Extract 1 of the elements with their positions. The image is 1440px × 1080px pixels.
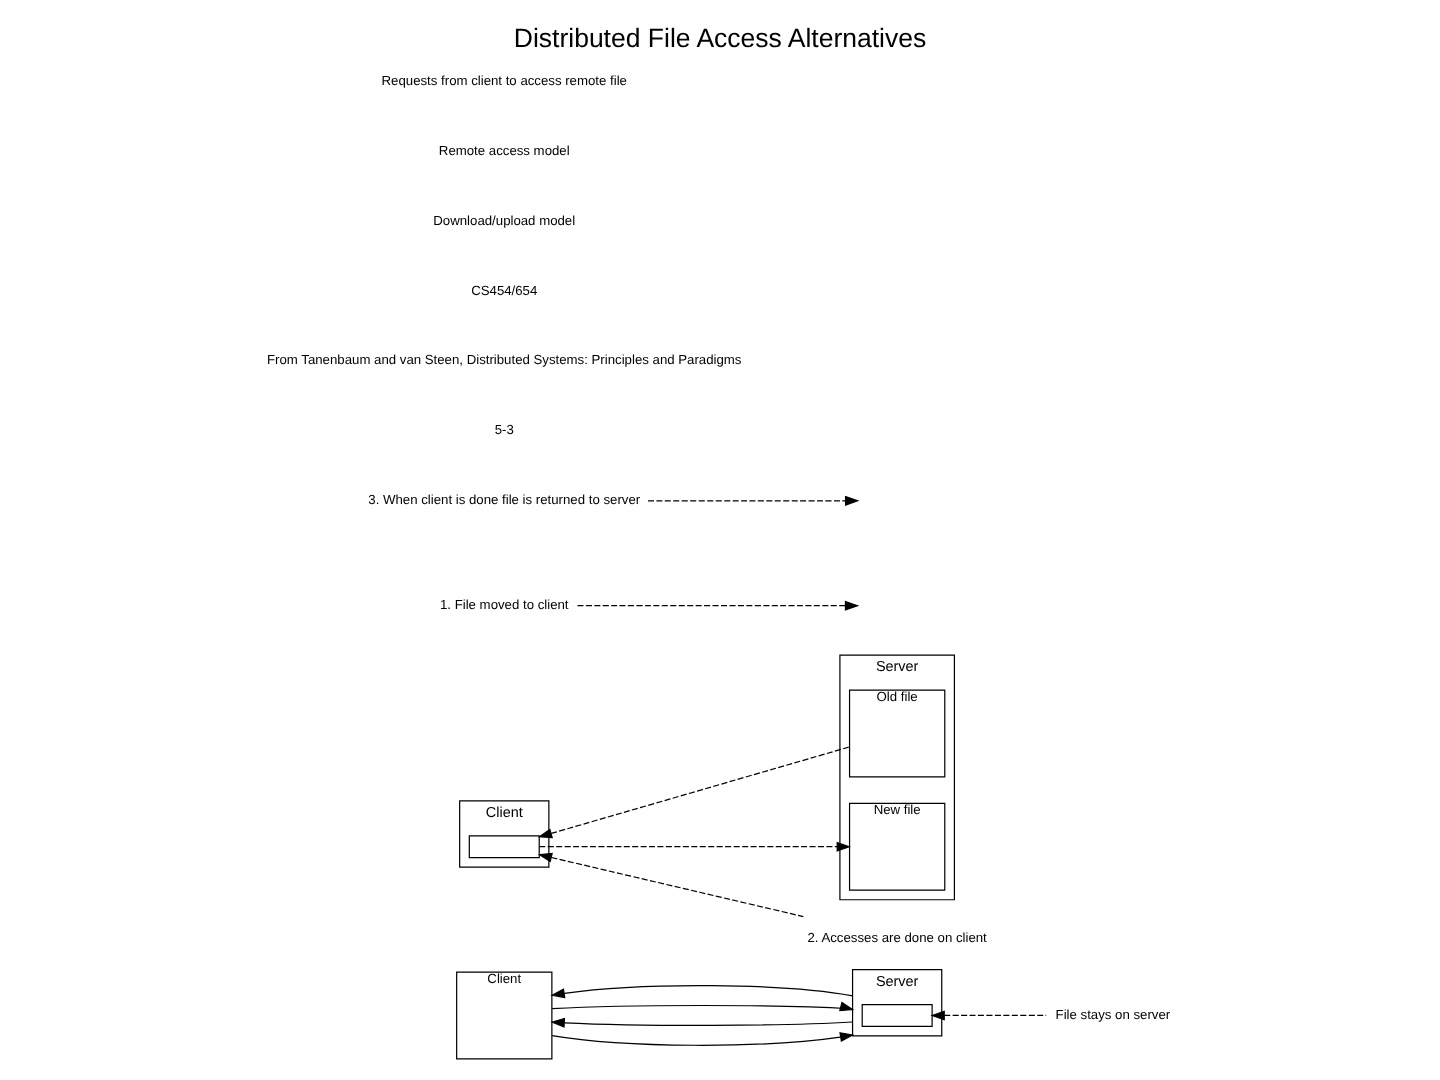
- diagram-title: Distributed File Access Alternatives: [513, 23, 927, 54]
